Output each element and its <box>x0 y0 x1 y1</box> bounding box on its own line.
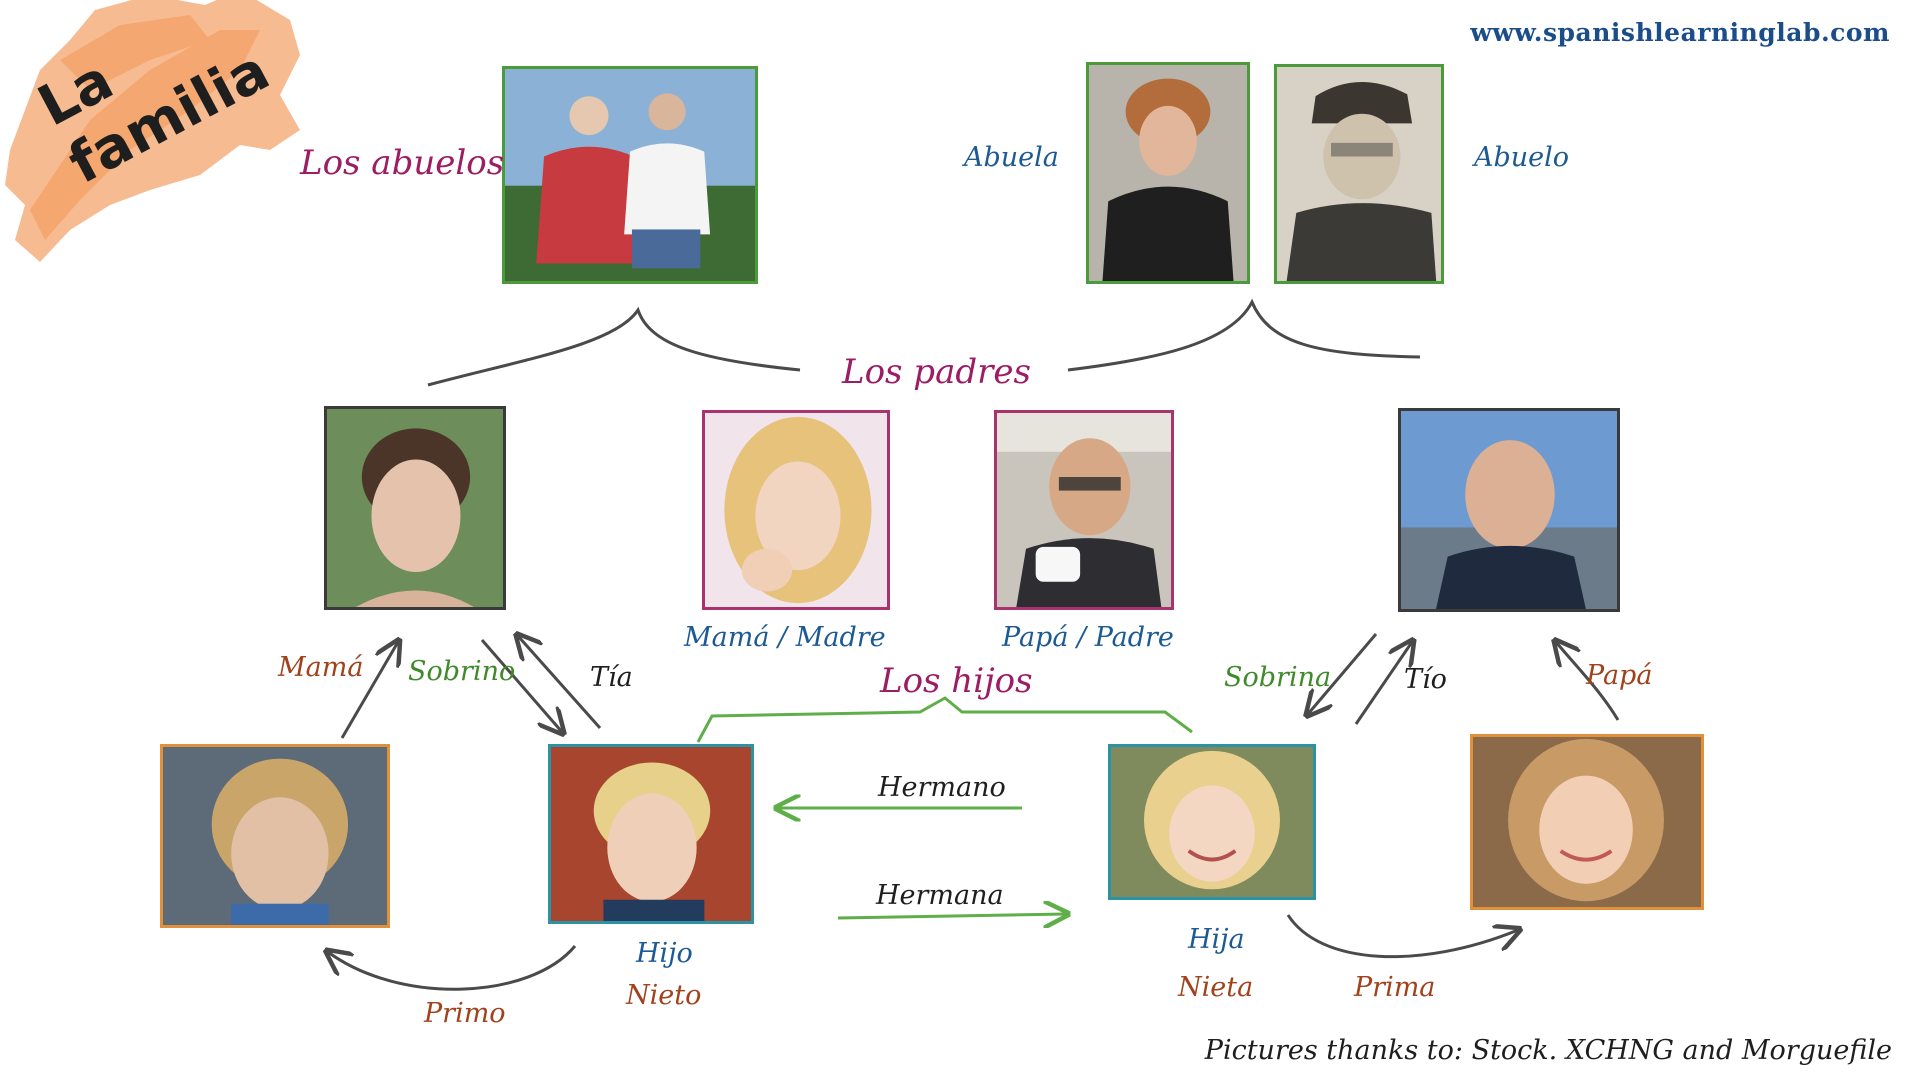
label-prima: Prima <box>1354 972 1436 1003</box>
label-hija: Hija <box>1188 924 1245 955</box>
grandparents-couple-photo <box>502 66 758 284</box>
label-hermana: Hermana <box>876 880 1004 911</box>
mother-photo <box>702 410 890 610</box>
arrow-prima <box>1286 914 1518 959</box>
label-sobrino: Sobrino <box>408 656 516 687</box>
label-tia: Tía <box>590 662 633 693</box>
label-los-abuelos: Los abuelos <box>300 143 505 183</box>
brace-grandparents-right <box>1067 298 1421 372</box>
arrow-hermana <box>837 914 1066 918</box>
cousin-boy-photo <box>160 744 390 928</box>
arrow-to-aunt <box>340 642 398 739</box>
uncle-photo <box>1398 408 1620 612</box>
label-hijo: Hijo <box>636 938 693 969</box>
label-abuelo: Abuelo <box>1474 142 1570 173</box>
arrow-primo <box>328 945 577 991</box>
credits-text: Pictures thanks to: Stock. XCHNG and Mor… <box>1204 1035 1892 1066</box>
label-nieta: Nieta <box>1178 972 1254 1003</box>
title-badge: La familia <box>0 0 310 275</box>
label-papa-padre: Papá / Padre <box>1002 622 1174 653</box>
arrow-sobrino <box>480 639 562 732</box>
label-papa-right: Papá <box>1586 660 1653 691</box>
brace-grandparents <box>427 306 801 387</box>
site-url[interactable]: www.spanishlearninglab.com <box>1470 18 1890 47</box>
label-mama-left: Mamá <box>278 652 364 683</box>
paint-stroke-graphic <box>5 0 300 262</box>
label-hermano: Hermano <box>878 772 1006 803</box>
cousin-girl-photo <box>1470 734 1704 910</box>
label-los-padres: Los padres <box>842 352 1031 392</box>
label-primo: Primo <box>424 998 506 1029</box>
arrow-sobrina <box>1308 633 1378 714</box>
label-sobrina: Sobrina <box>1224 662 1332 693</box>
father-photo <box>994 410 1174 610</box>
label-nieto: Nieto <box>626 980 702 1011</box>
label-abuela: Abuela <box>964 142 1059 173</box>
son-photo <box>548 744 754 924</box>
daughter-photo <box>1108 744 1316 900</box>
grandmother-photo <box>1086 62 1250 284</box>
arrow-tio <box>1354 642 1412 725</box>
grandfather-photo <box>1274 64 1444 284</box>
label-los-hijos: Los hijos <box>880 661 1033 701</box>
brace-children <box>696 696 1193 743</box>
arrow-to-uncle <box>1556 642 1620 721</box>
label-tio: Tío <box>1404 664 1447 695</box>
arrow-tia <box>518 636 602 729</box>
aunt-photo <box>324 406 506 610</box>
label-mama-madre: Mamá / Madre <box>684 622 886 653</box>
